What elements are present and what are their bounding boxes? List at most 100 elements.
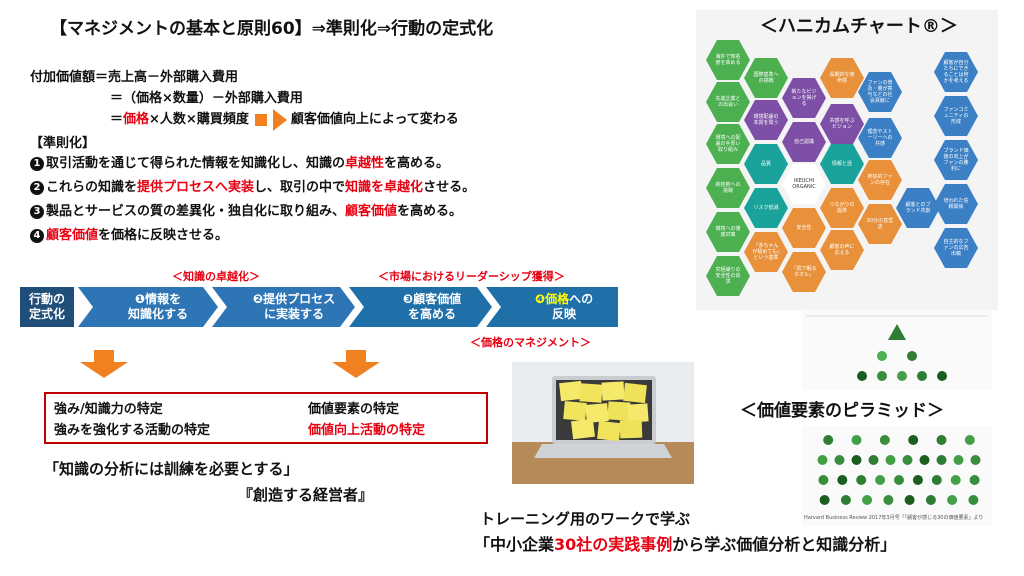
value-element-icon xyxy=(925,495,936,505)
value-element-icon xyxy=(964,435,975,445)
value-element-icon xyxy=(875,475,886,485)
value-element-icon xyxy=(862,495,873,505)
value-element-icon xyxy=(851,455,862,465)
flow-chevron-2 xyxy=(212,287,355,327)
pyramid-image-top xyxy=(802,310,992,390)
rule-1-text-2: を高める。 xyxy=(384,156,450,171)
flow-step-4-price: ❹価格 xyxy=(534,292,570,306)
orange-arrow-stem xyxy=(254,113,267,126)
value-element-icon xyxy=(894,475,904,485)
rule-number-badge: 4 xyxy=(30,229,44,243)
rule-2-text-3: 知識を卓越化 xyxy=(345,180,424,195)
page-title: 【マネジメントの基本と原則60】⇒準則化⇒行動の定式化 xyxy=(50,19,494,39)
flow-step-4-line1-rest: への xyxy=(569,292,594,306)
pyramid-caption: Harvard Business Review 2017年3月号「「顧客が感じる… xyxy=(804,515,984,521)
value-element-icon xyxy=(936,455,947,465)
rule-2-text-2: し、取引の中で xyxy=(254,180,346,195)
formula-line-3-rest: ×人数×購買頻度 xyxy=(149,112,249,127)
rule-number-badge: 1 xyxy=(30,157,44,171)
rule-1-text-1: 卓越性 xyxy=(345,156,385,171)
rule-number-badge: 3 xyxy=(30,205,44,219)
value-element-icon xyxy=(840,495,851,505)
flow-step-2: ❷提供プロセスに実装する xyxy=(232,287,356,327)
bottom-book-title-highlight: 30社の実践事例 xyxy=(554,535,673,554)
honeycomb-title: ＜ハニカムチャート®＞ xyxy=(760,16,958,37)
value-element-icon xyxy=(908,435,919,445)
value-element-icon xyxy=(818,475,829,485)
flow-step-1: ❶情報を知識化する xyxy=(98,287,218,327)
value-element-icon xyxy=(904,495,915,505)
rule-4-text-0: 顧客価値 xyxy=(46,228,99,243)
value-element-icon xyxy=(936,435,947,445)
annotation-knowledge: ＜知識の卓越化＞ xyxy=(172,270,260,283)
value-element-icon xyxy=(950,475,961,485)
orange-arrow-icon xyxy=(272,108,287,131)
formula-line-2: ＝（価格×数量）－外部購入費用 xyxy=(110,91,303,106)
panel-value-identify: 価値要素の特定 xyxy=(308,402,400,417)
rule-3-text-1: 顧客価値 xyxy=(345,204,398,219)
rule-2-text-1: 提供プロセスへ実装 xyxy=(137,180,255,195)
flow-chevron-3 xyxy=(349,287,492,327)
pyramid-top-icons xyxy=(806,315,988,381)
value-element-icon xyxy=(837,475,848,485)
value-element-icon xyxy=(823,435,834,445)
flow-step-2-line1: ❷提供プロセス xyxy=(252,292,336,306)
flow-chevrons xyxy=(78,287,618,327)
flow-start-line1: 行動の xyxy=(28,292,65,306)
bottom-book-title-a: 「中小企業 xyxy=(474,535,555,554)
formula-line-3-prefix: ＝ xyxy=(110,112,124,127)
value-element-icon xyxy=(885,455,896,465)
bottom-book-title: 「中小企業30社の実践事例から学ぶ価値分析と知識分析」 xyxy=(474,531,896,555)
value-element-icon xyxy=(819,495,830,505)
value-element-icon xyxy=(919,455,930,465)
value-element-icon xyxy=(851,435,862,445)
value-element-icon xyxy=(912,475,923,485)
bottom-training-text: トレーニング用のワークで学ぶ xyxy=(480,510,691,528)
value-element-icon xyxy=(902,455,913,465)
value-element-icon xyxy=(879,435,890,445)
flow-step-4-line2: 反映 xyxy=(551,307,576,321)
panel-value-activity: 価値向上活動の特定 xyxy=(308,423,426,438)
quote-book: 『創造する経営者』 xyxy=(238,486,374,504)
annotation-leadership: ＜市場におけるリーダーシップ獲得＞ xyxy=(378,270,565,283)
value-element-icon xyxy=(868,455,879,465)
pyramid-image-bottom xyxy=(802,426,992,526)
down-arrow-left xyxy=(80,350,128,378)
panel-strength-activity: 強みを強化する活動の特定 xyxy=(54,423,211,438)
flow-chevron-4 xyxy=(486,287,618,327)
value-element-icon xyxy=(947,495,958,505)
flow-step-3: ❸顧客価値を高める xyxy=(370,287,494,327)
value-element-icon xyxy=(817,455,828,465)
pyramid-title: ＜価値要素のピラミッド＞ xyxy=(740,401,944,421)
flow-start-line2: 定式化 xyxy=(28,307,65,321)
flow-step-3-line1: ❸顧客価値 xyxy=(402,292,462,306)
flow-step-3-line2: を高める xyxy=(407,307,456,321)
value-element-icon xyxy=(953,455,964,465)
bottom-book-title-b: から学ぶ価値分析と知識分析」 xyxy=(672,535,897,554)
flow-step-4: ❹価格への反映 xyxy=(506,287,622,327)
flow-chevron-1 xyxy=(78,287,218,327)
rule-number-badge: 2 xyxy=(30,181,44,195)
flow-start-box: 行動の定式化 xyxy=(20,287,74,327)
rule-3-text-2: を高める。 xyxy=(397,204,463,219)
formula-price-highlight: 価格 xyxy=(123,112,150,127)
flow-step-1-line2: 知識化する xyxy=(127,307,188,321)
panel-strength-identify: 強み/知識力の特定 xyxy=(54,402,163,417)
formula-result: 顧客価値向上によって変わる xyxy=(290,112,459,127)
value-element-icon xyxy=(970,455,981,465)
value-element-icon xyxy=(883,495,894,505)
pyramid-bottom-icons xyxy=(817,435,981,505)
value-element-icon xyxy=(931,475,942,485)
annotation-pricing: ＜価格のマネジメント＞ xyxy=(470,336,591,349)
rule-2-text-4: させる。 xyxy=(423,180,476,195)
formula-line-3: ＝価格×人数×購買頻度 顧客価値向上によって変わる xyxy=(110,108,459,131)
rule-4-text-1: を価格に反映させる。 xyxy=(98,228,229,243)
analysis-panel: 強み/知識力の特定 強みを強化する活動の特定 価値要素の特定 価値向上活動の特定 xyxy=(44,392,488,444)
value-element-icon xyxy=(969,475,980,485)
flow-step-2-line2: に実装する xyxy=(263,307,324,321)
flow-step-1-line1: ❶情報を xyxy=(134,292,182,306)
